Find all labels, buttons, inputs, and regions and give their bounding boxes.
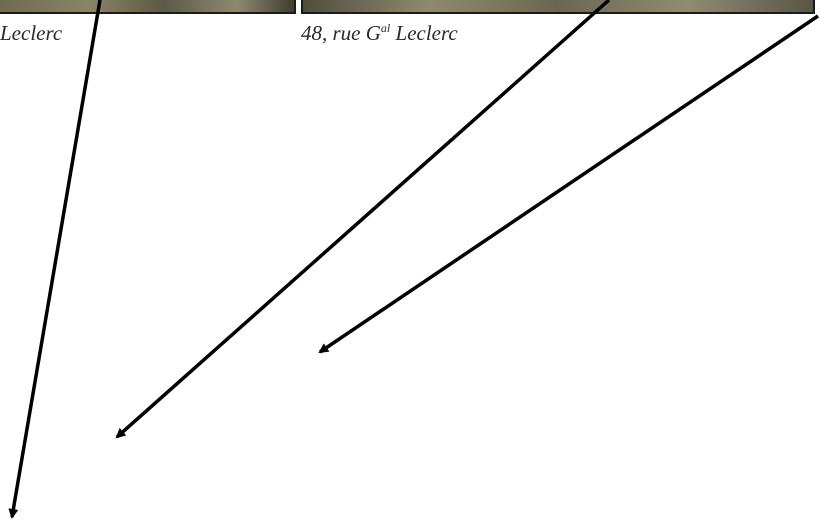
arrow-diagonal-center — [117, 0, 609, 437]
arrow-down-left-long — [12, 0, 100, 517]
arrow-diagonal-right — [320, 16, 818, 352]
